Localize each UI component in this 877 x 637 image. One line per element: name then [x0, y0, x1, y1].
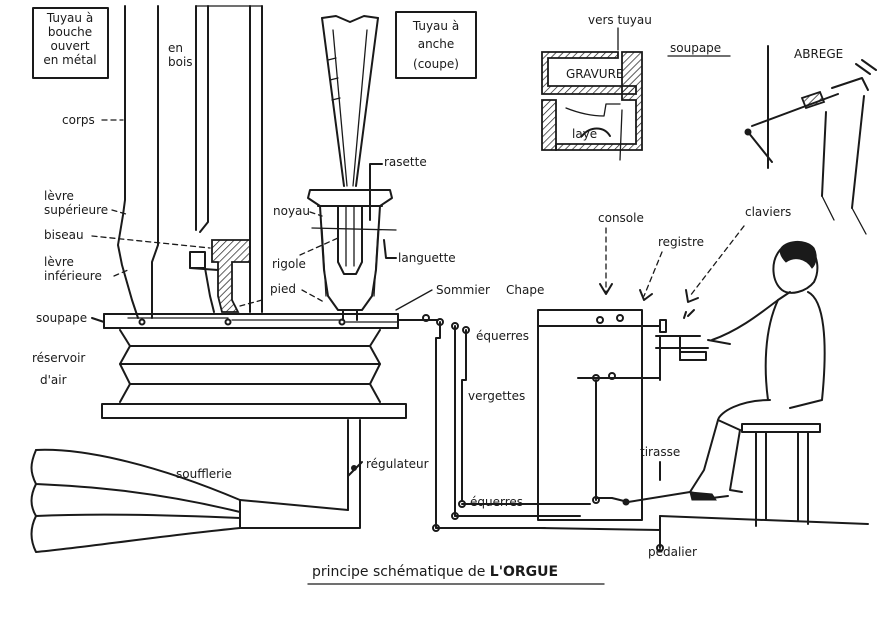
soufflerie	[30, 419, 361, 553]
soupape-label: soupape	[36, 311, 87, 325]
en-bois-label-1: en	[168, 41, 183, 55]
organist-figure	[689, 241, 826, 501]
soufflerie-label: soufflerie	[176, 467, 232, 481]
levre-inf-label-2: inférieure	[44, 269, 102, 283]
claviers-label: claviers	[745, 205, 791, 219]
tirasse-label: tirasse	[640, 445, 680, 459]
tracker-action	[397, 314, 591, 532]
en-bois-label-2: bois	[168, 55, 193, 69]
vergettes-label: vergettes	[468, 389, 525, 403]
pedalier-label: pédalier	[648, 545, 697, 559]
abrege-label: ABREGE	[794, 47, 843, 61]
rigole-label: rigole	[272, 257, 306, 271]
vers-tuyau-label: vers tuyau	[588, 13, 652, 27]
reservoir-label-2: d'air	[40, 373, 67, 387]
tuyau-bouche-line4: en métal	[43, 53, 96, 67]
chape-label: Chape	[506, 283, 544, 297]
soupape-detail-label: soupape	[670, 41, 721, 55]
flue-pipe-wood	[189, 5, 263, 313]
rasette-label: rasette	[384, 155, 427, 169]
reed-pipe	[307, 15, 397, 321]
reservoir-label-1: réservoir	[32, 351, 85, 365]
tuyau-anche-line1: Tuyau à	[412, 19, 459, 33]
registre-label: registre	[658, 235, 704, 249]
equerres-bottom-label: équerres	[470, 495, 523, 509]
reservoir	[101, 329, 407, 419]
biseau-label: biseau	[44, 228, 84, 242]
levre-inf-label-1: lèvre	[44, 255, 74, 269]
levre-sup-label-1: lèvre	[44, 189, 74, 203]
regulateur-label: régulateur	[366, 457, 429, 471]
tuyau-bouche-box: Tuyau à bouche ouvert en métal	[32, 7, 109, 79]
levre-sup-label-2: supérieure	[44, 203, 108, 217]
flue-pipe-metal	[117, 5, 159, 319]
soupape-detail	[541, 51, 643, 161]
tuyau-bouche-line3: ouvert	[50, 39, 89, 53]
sommier-label: Sommier	[436, 283, 490, 297]
equerres-top-label: équerres	[476, 329, 529, 343]
organist-bench	[741, 423, 821, 527]
pied-label: pied	[270, 282, 296, 296]
tuyau-anche-line2: anche	[418, 37, 455, 51]
languette-label: languette	[398, 251, 456, 265]
tuyau-bouche-line2: bouche	[48, 25, 92, 39]
console	[537, 309, 869, 552]
tuyau-anche-box: Tuyau à anche (coupe)	[395, 11, 477, 79]
corps-label: corps	[62, 113, 95, 127]
noyau-label: noyau	[273, 204, 310, 218]
caption-text: principe schématique de L'ORGUE	[312, 564, 558, 580]
sommier	[103, 313, 399, 329]
abrege-mechanism	[744, 45, 877, 235]
gravure-label: GRAVURE	[566, 67, 624, 81]
tuyau-anche-line3: (coupe)	[413, 57, 459, 71]
laye-label: laye	[572, 127, 597, 141]
tuyau-bouche-line1: Tuyau à	[46, 11, 93, 25]
console-label: console	[598, 211, 644, 225]
caption: principe schématique de L'ORGUE	[307, 564, 605, 585]
